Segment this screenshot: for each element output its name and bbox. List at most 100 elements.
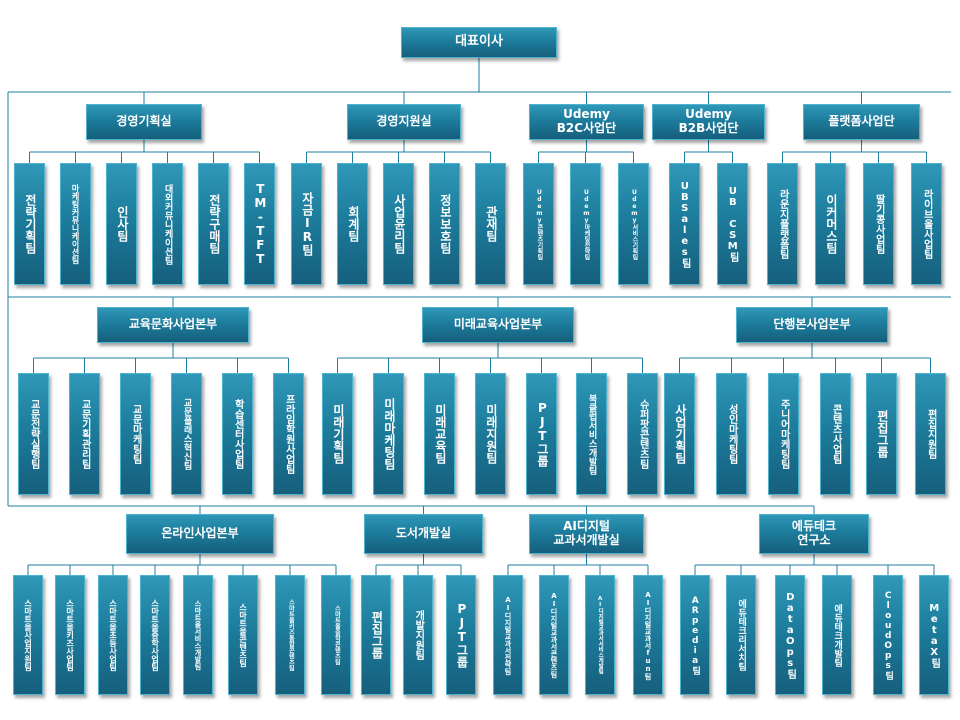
team-box[interactable]: TM-TFT	[244, 163, 275, 285]
team-label: 학습센터사업팀	[232, 399, 244, 469]
team-box[interactable]: 북클럽서비스개발팀	[576, 373, 607, 495]
team-label: AI디지털교과서fun팀	[644, 590, 653, 680]
team-label: 라이브올사업팀	[921, 189, 933, 259]
team-label: AI디지털교과서전략팀	[504, 595, 513, 675]
team-box[interactable]: PJT그룹	[446, 575, 476, 695]
team-label: 스마트올중학콘텐츠팀	[333, 605, 341, 665]
division-header-g10[interactable]: 도서개발실	[364, 514, 483, 554]
team-label: PJT그룹	[535, 401, 550, 467]
team-label: 스마트올사업지원팀	[23, 599, 33, 671]
team-box[interactable]: 스마트올키즈사업팀	[55, 575, 85, 695]
team-box[interactable]: 정보보호팀	[429, 163, 460, 285]
team-box[interactable]: 자금IR팀	[291, 163, 322, 285]
team-box[interactable]: Udemy콘텐츠기획팀	[523, 163, 554, 285]
team-label: 관재팀	[484, 206, 499, 242]
team-box[interactable]: 사업기획팀	[664, 373, 695, 495]
team-box[interactable]: 교문플래스혁신팀	[171, 373, 202, 495]
team-box[interactable]: 라운지플랫폼팀	[767, 163, 798, 285]
team-box[interactable]: 대외커뮤니케이션팀	[152, 163, 183, 285]
team-box[interactable]: AI디지털교과서전략팀	[493, 575, 523, 695]
team-box[interactable]: 전략구매팀	[198, 163, 229, 285]
division-header-g11[interactable]: AI디지털 교과서개발실	[529, 514, 644, 554]
team-box[interactable]: 관재팀	[475, 163, 506, 285]
team-box[interactable]: PJT그룹	[526, 373, 557, 495]
team-box[interactable]: 학습센터사업팀	[222, 373, 253, 495]
team-label: 전략구매팀	[207, 194, 222, 254]
team-box[interactable]: 개발지원팀	[403, 575, 433, 695]
division-header-g7[interactable]: 미래교육사업본부	[422, 307, 574, 343]
team-label: 스마트올콘텐츠팀	[238, 603, 248, 667]
team-box[interactable]: 슈퍼팟콘텐츠팀	[627, 373, 658, 495]
team-box[interactable]: Udemy서비스기획팀	[618, 163, 649, 285]
team-box[interactable]: 편집지원팀	[915, 373, 946, 495]
team-box[interactable]: 편집그룹	[361, 575, 391, 695]
team-box[interactable]: AI디지털교과서콘텐츠팀	[539, 575, 569, 695]
team-box[interactable]: UBSales팀	[669, 163, 700, 285]
team-box[interactable]: 콘텐츠사업팀	[820, 373, 851, 495]
division-header-g6[interactable]: 교육문화사업본부	[97, 307, 249, 343]
team-label: 교문마케팅팀	[130, 404, 142, 464]
team-box[interactable]: 마케팅커뮤니케이션팀	[60, 163, 91, 285]
team-label: 미래교육팀	[433, 404, 448, 464]
team-box[interactable]: 회계팀	[337, 163, 368, 285]
team-label: CloudOps팀	[883, 590, 894, 680]
team-box[interactable]: 성인마케팅팀	[716, 373, 747, 495]
team-box[interactable]: AI디지털교과서fun팀	[633, 575, 663, 695]
team-box[interactable]: 스마트올콘텐츠팀	[228, 575, 258, 695]
team-box[interactable]: 이커머스팀	[815, 163, 846, 285]
team-box[interactable]: CloudOps팀	[873, 575, 903, 695]
team-box[interactable]: Udemy마케팅전략팀	[570, 163, 601, 285]
team-box[interactable]: 주니어마케팅팀	[768, 373, 799, 495]
team-label: 라운지플랫폼팀	[777, 189, 789, 259]
team-label: 자금IR팀	[300, 192, 315, 256]
division-header-g4[interactable]: Udemy B2B사업단	[652, 104, 765, 140]
team-label: Udemy마케팅전략팀	[582, 188, 590, 260]
team-box[interactable]: 교문마케팅팀	[120, 373, 151, 495]
division-header-g12[interactable]: 에듀테크 연구소	[759, 514, 869, 554]
division-header-g2[interactable]: 경영지원실	[347, 104, 461, 140]
team-box[interactable]: 스마트올초등사업팀	[98, 575, 128, 695]
team-box[interactable]: 미래교육팀	[424, 373, 455, 495]
team-box[interactable]: DataOps팀	[775, 575, 805, 695]
team-label: UBSales팀	[679, 180, 691, 268]
division-header-g8[interactable]: 단행본사업본부	[736, 307, 888, 343]
team-box[interactable]: 미래마케팅팀	[373, 373, 404, 495]
team-box[interactable]: 교문기획관리팀	[69, 373, 100, 495]
team-box[interactable]: 사업윤리팀	[383, 163, 414, 285]
team-box[interactable]: MetaX팀	[919, 575, 949, 695]
team-box[interactable]: 스마트올키즈통합콘텐츠팀	[275, 575, 305, 695]
team-box[interactable]: 라이브올사업팀	[911, 163, 942, 285]
team-box[interactable]: 스마트올중학사업팀	[140, 575, 170, 695]
team-label: 북클럽서비스개발팀	[586, 393, 597, 475]
team-label: 교문기획관리팀	[79, 399, 91, 469]
team-box[interactable]: 스마트올서비스개발팀	[183, 575, 213, 695]
team-label: 마케팅커뮤니케이션팀	[71, 184, 81, 264]
team-box[interactable]: 미래지원팀	[475, 373, 506, 495]
team-box[interactable]: 딸기콩사업팀	[863, 163, 894, 285]
team-label: ARpedia팀	[690, 595, 701, 675]
team-box[interactable]: 스마트올중학콘텐츠팀	[321, 575, 351, 695]
team-box[interactable]: 편집그룹	[866, 373, 897, 495]
division-header-g5[interactable]: 플랫폼사업단	[803, 104, 920, 140]
team-box[interactable]: 전략기획팀	[14, 163, 45, 285]
division-header-g3[interactable]: Udemy B2C사업단	[529, 104, 644, 140]
team-box[interactable]: AI디지털교과서서비스개발팀	[585, 575, 615, 695]
team-label: TM-TFT	[253, 182, 268, 266]
team-box[interactable]: 교문전략실행팀	[18, 373, 49, 495]
team-label: DataOps팀	[784, 591, 796, 679]
division-header-g1[interactable]: 경영기획실	[86, 104, 202, 140]
team-box[interactable]: 에듀테크개발팀	[822, 575, 852, 695]
team-box[interactable]: 프라임학원사업팀	[273, 373, 304, 495]
team-box[interactable]: 에듀테크리서치팀	[726, 575, 756, 695]
team-box[interactable]: UB CSM팀	[717, 163, 748, 285]
division-header-g9[interactable]: 온라인사업본부	[126, 514, 274, 554]
team-box[interactable]: ARpedia팀	[680, 575, 710, 695]
ceo-box[interactable]: 대표이사	[401, 27, 557, 58]
team-label: 딸기콩사업팀	[873, 194, 885, 254]
team-box[interactable]: 미래기획팀	[322, 373, 353, 495]
team-box[interactable]: 스마트올사업지원팀	[13, 575, 43, 695]
team-label: 정보보호팀	[438, 194, 453, 254]
team-box[interactable]: 인사팀	[106, 163, 137, 285]
team-label: 편집지원팀	[925, 409, 937, 459]
